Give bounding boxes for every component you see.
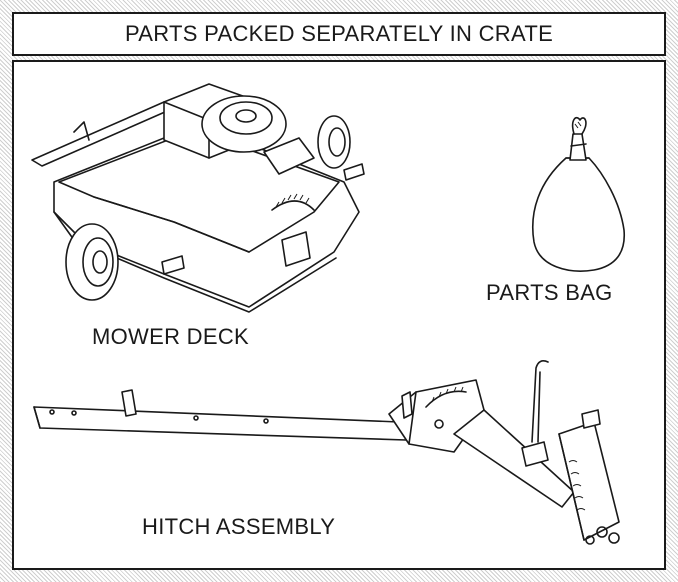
parts-illustration xyxy=(31,83,625,545)
parts-bag-label: PARTS BAG xyxy=(486,280,613,305)
hitch-assembly-drawing xyxy=(33,360,620,545)
mower-deck-label: MOWER DECK xyxy=(92,324,249,349)
parts-bag-drawing xyxy=(532,116,625,272)
parts-panel: MOWER DECK PARTS BAG HITCH ASSEMBLY xyxy=(12,60,666,570)
hitch-assembly-label: HITCH ASSEMBLY xyxy=(142,514,336,539)
header-banner: PARTS PACKED SEPARATELY IN CRATE xyxy=(12,12,666,56)
page-title: PARTS PACKED SEPARATELY IN CRATE xyxy=(124,21,554,46)
mower-deck-drawing xyxy=(31,83,365,313)
